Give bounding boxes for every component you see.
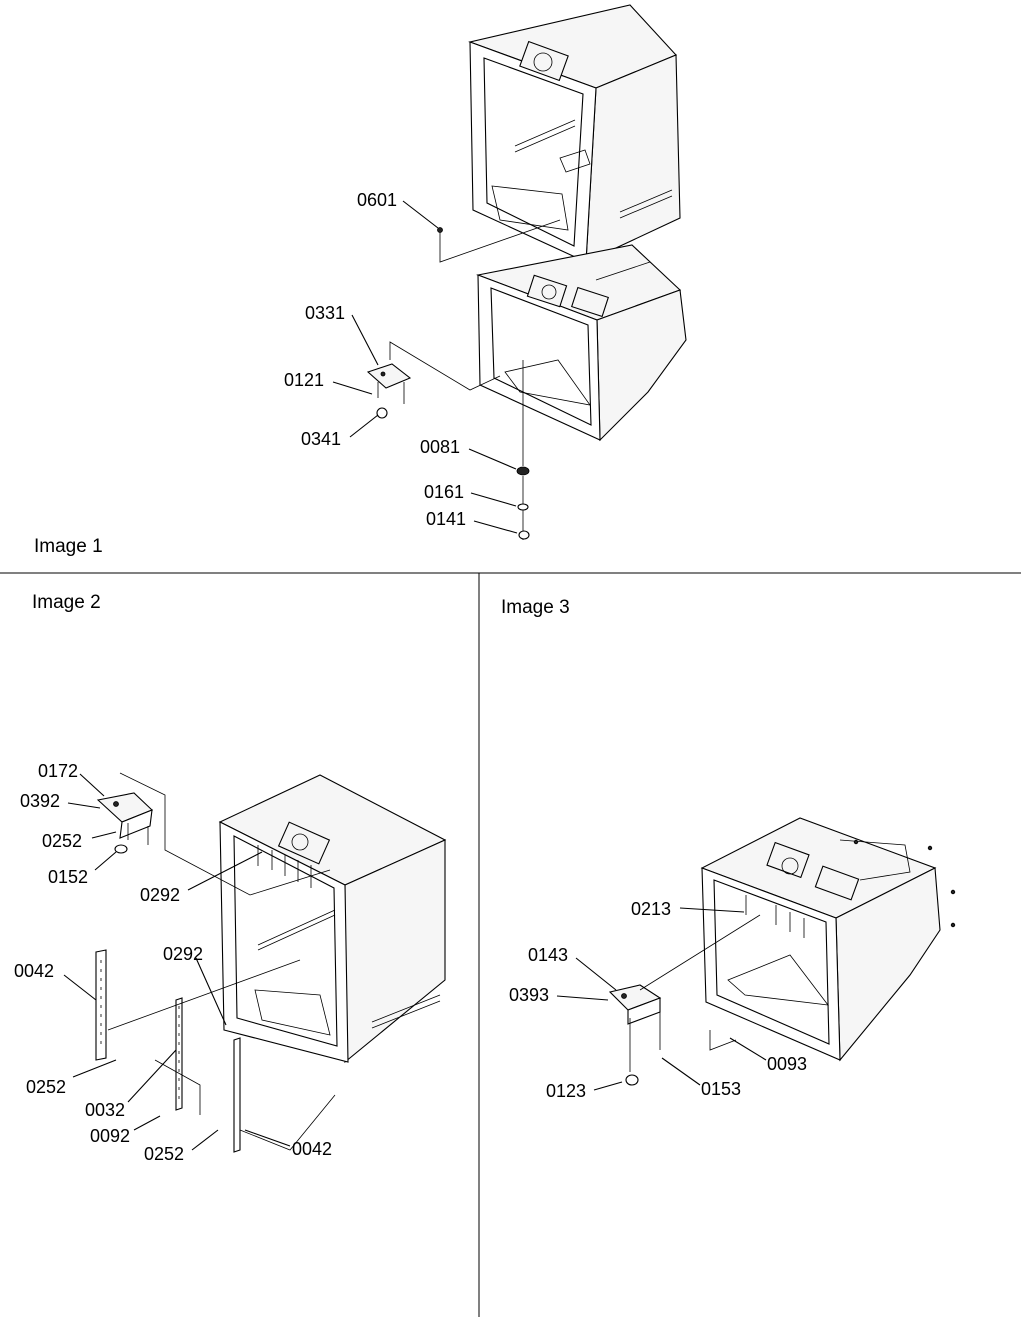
label-0032: 0032 [85,1100,125,1120]
rail-0032 [175,997,183,1111]
label-0213: 0213 [631,899,671,919]
upper-freezer-cabinet [468,4,681,263]
refrigerator-cabinet-left [218,774,447,1064]
label-0601: 0601 [357,190,397,210]
image2-panel: Image 2 [14,592,447,1164]
drawer-cabinet-right [700,817,941,1062]
cabinet-screws [257,845,312,888]
label-0042-b: 0042 [292,1139,332,1159]
label-0161: 0161 [424,482,464,502]
caption-image1: Image 1 [34,536,103,557]
label-0081: 0081 [420,437,460,457]
hinge-bracket-0331 [366,363,412,404]
label-0172: 0172 [38,761,78,781]
label-0292-b: 0292 [163,944,203,964]
washer-0161 [517,503,529,511]
label-0153: 0153 [701,1079,741,1099]
label-0341: 0341 [301,429,341,449]
label-0141: 0141 [426,509,466,529]
image3-panel: Image 3 [501,597,956,1101]
label-0393: 0393 [509,985,549,1005]
label-0252-c: 0252 [144,1144,184,1164]
label-0392: 0392 [20,791,60,811]
label-0252-b: 0252 [26,1077,66,1097]
label-0123: 0123 [546,1081,586,1101]
lower-drawer-cabinet [475,244,687,442]
label-0092: 0092 [90,1126,130,1146]
label-0152: 0152 [48,867,88,887]
label-0121: 0121 [284,370,324,390]
label-0143: 0143 [528,945,568,965]
rail-0042-right [233,1037,241,1153]
caption-image2: Image 2 [32,592,101,613]
bottom-hinge-assembly [608,914,761,1086]
label-0093: 0093 [767,1054,807,1074]
cabinet-screws-right [745,839,956,938]
image1-panel: 0601 0331 0121 0341 0081 0161 0141 Image… [34,4,687,557]
label-0331: 0331 [305,303,345,323]
bushing-0341 [376,407,388,419]
top-hinge-assembly [96,772,331,896]
label-0252-a: 0252 [42,831,82,851]
rail-0042-left [95,949,107,1061]
caption-image3: Image 3 [501,597,570,618]
label-0292-a: 0292 [140,885,180,905]
washer-0141 [518,530,530,540]
label-0042-a: 0042 [14,961,54,981]
